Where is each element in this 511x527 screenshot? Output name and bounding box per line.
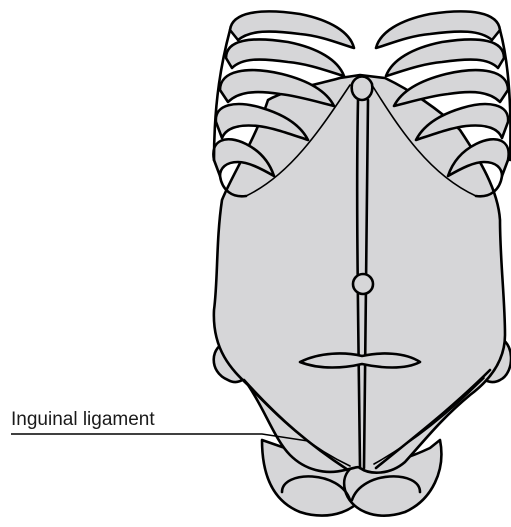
pubic-mark [300, 354, 420, 368]
umbilicus [353, 274, 373, 294]
inguinal-ligament-label: Inguinal ligament [11, 409, 155, 431]
